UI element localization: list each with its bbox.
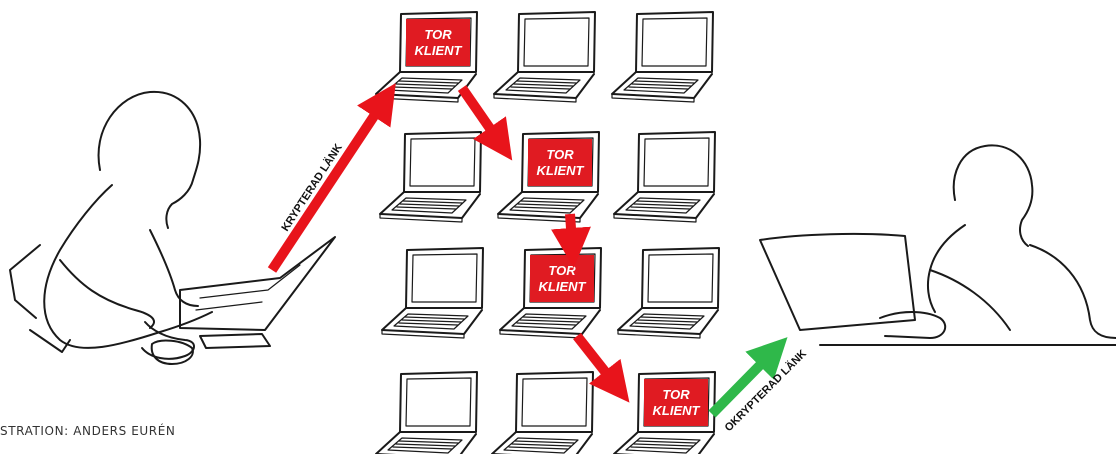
unencrypted-link-arrow	[712, 355, 770, 414]
laptop	[380, 132, 481, 222]
encrypted-link-label: KRYPTERAD LÄNK	[279, 141, 345, 233]
recipient-figure	[760, 145, 1116, 345]
laptop	[618, 248, 719, 338]
tor-label-line2: KLIENT	[537, 163, 585, 178]
hop-arrow-3	[577, 336, 614, 383]
tor-label-line1: TOR	[662, 387, 690, 402]
tor-label-line2: KLIENT	[415, 43, 463, 58]
tor-label-line2: KLIENT	[539, 279, 587, 294]
encrypted-link-arrow	[272, 104, 382, 270]
tor-label-line1: TOR	[424, 27, 452, 42]
unencrypted-path	[712, 355, 770, 414]
hop-arrow-2	[570, 214, 572, 243]
tor-label-line1: TOR	[548, 263, 576, 278]
laptop	[614, 132, 715, 222]
laptop	[492, 372, 593, 454]
illustration-credit: STRATION: ANDERS EURÉN	[0, 424, 175, 438]
laptop	[612, 12, 713, 102]
laptop	[376, 372, 477, 454]
tor-label-line2: KLIENT	[653, 403, 701, 418]
tor-label-line1: TOR	[546, 147, 574, 162]
laptop	[382, 248, 483, 338]
laptop	[494, 12, 595, 102]
